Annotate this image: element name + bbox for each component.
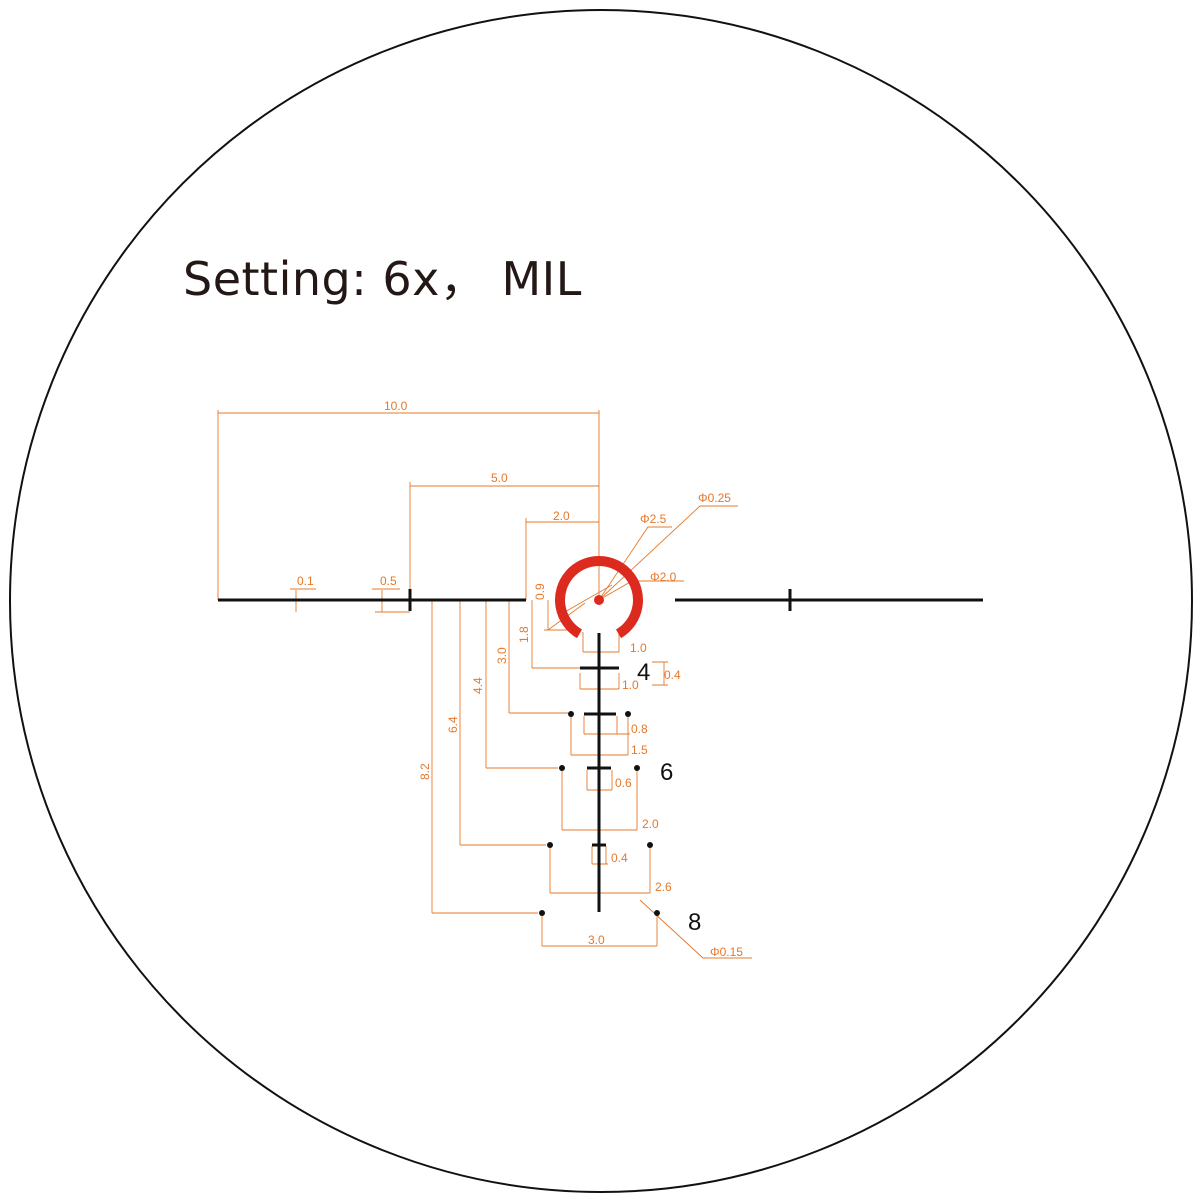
range-number-4: 4: [637, 659, 650, 686]
windage-dots: [539, 711, 660, 916]
dim-phi-0-15: Φ0.15: [710, 945, 743, 959]
dim-2-0-bottom: 2.0: [642, 817, 659, 831]
red-horseshoe-ring: [555, 556, 643, 639]
dim-0-4-thickness: 0.4: [664, 668, 681, 682]
dim-5-0: 5.0: [491, 471, 508, 485]
windage-dot: [625, 711, 631, 717]
dim-3-0-horizontal: 3.0: [588, 933, 605, 947]
dim-0-1: 0.1: [297, 574, 314, 588]
dim-0-4-bar: 0.4: [611, 851, 628, 865]
dim-phi-2-0: Φ2.0: [650, 570, 677, 584]
setting-title: Setting: 6x， MIL: [183, 252, 582, 306]
dim-phi-0-25: Φ0.25: [698, 491, 731, 505]
dim-6-4: 6.4: [446, 716, 460, 733]
range-number-6: 6: [660, 759, 673, 786]
dim-0-5: 0.5: [380, 574, 397, 588]
dim-4-4: 4.4: [471, 677, 485, 694]
red-center-dot: [594, 595, 604, 605]
dim-0-9: 0.9: [533, 583, 547, 600]
dim-8-2: 8.2: [418, 763, 432, 780]
windage-dot: [539, 910, 545, 916]
dim-2-0-top: 2.0: [553, 509, 570, 523]
windage-dot: [654, 910, 660, 916]
range-number-8: 8: [688, 909, 701, 936]
black-reticle: [218, 589, 983, 912]
windage-dot: [634, 765, 640, 771]
dim-1-5: 1.5: [631, 743, 648, 757]
dim-2-6: 2.6: [655, 880, 672, 894]
windage-dot: [559, 765, 565, 771]
field-of-view-circle: [9, 9, 1193, 1193]
dim-10-0: 10.0: [384, 399, 408, 413]
windage-dot: [547, 842, 553, 848]
dim-1-8: 1.8: [517, 626, 531, 643]
windage-dot: [568, 711, 574, 717]
dimension-lines: [217, 410, 752, 959]
dim-phi-2-5: Φ2.5: [640, 512, 667, 526]
dim-1-0-bar: 1.0: [622, 678, 639, 692]
windage-dot: [647, 842, 653, 848]
dim-0-6: 0.6: [615, 776, 632, 790]
dim-0-8: 0.8: [631, 722, 648, 736]
dim-3-0-vertical: 3.0: [495, 647, 509, 664]
dim-1-0-gap: 1.0: [630, 641, 647, 655]
